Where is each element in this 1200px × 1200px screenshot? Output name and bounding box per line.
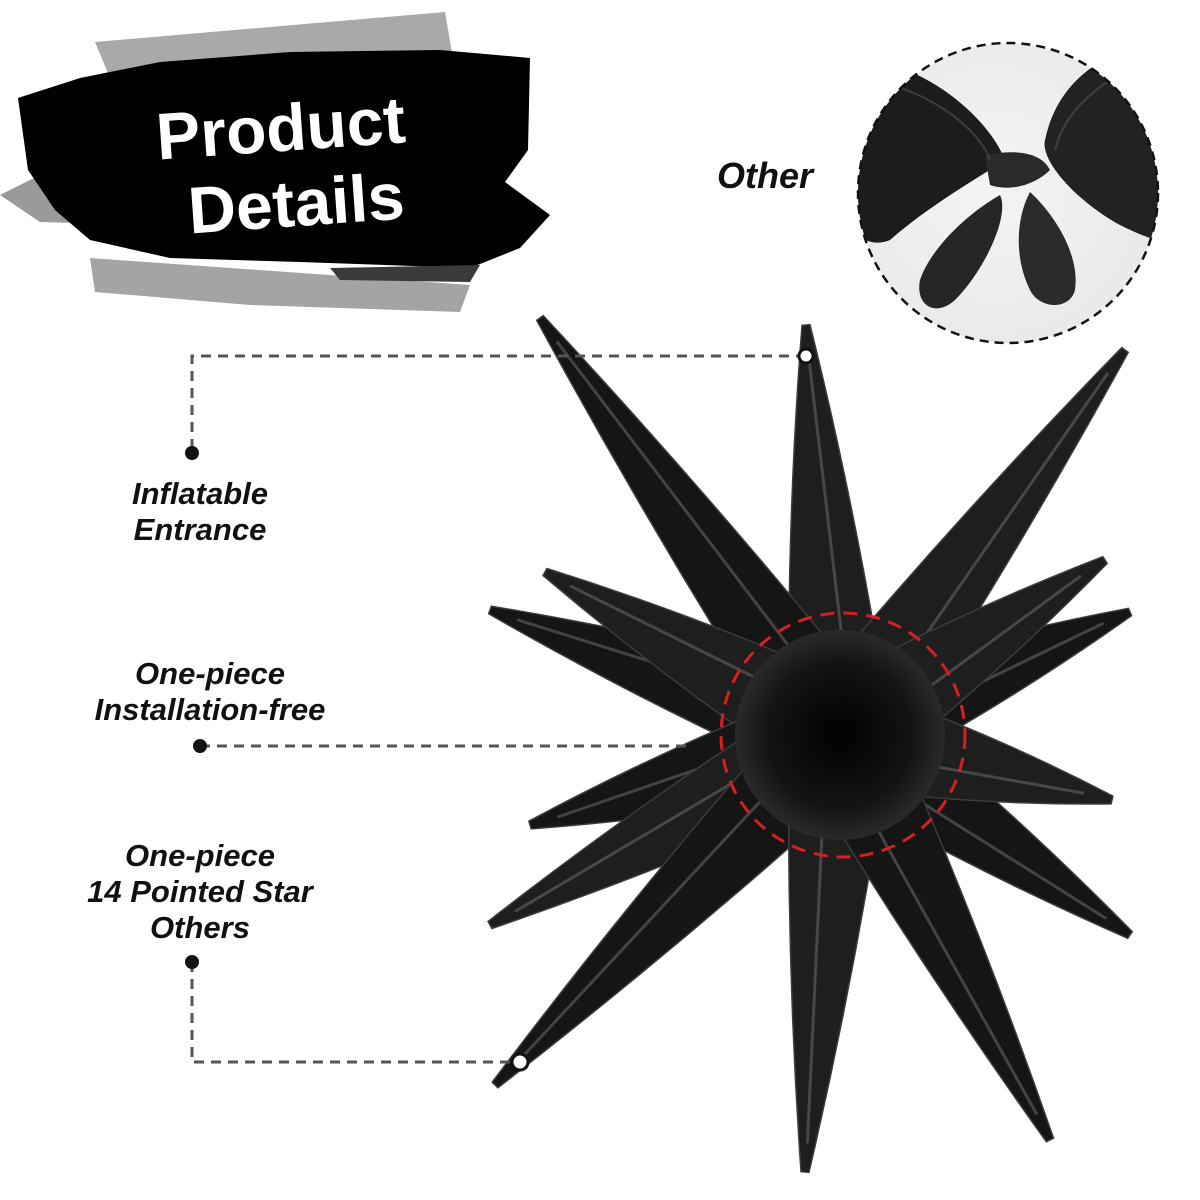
inset-balloon-tab-right: [1018, 192, 1076, 305]
inset-balloon-knot: [985, 152, 1050, 188]
banner-smudge-bottom: [90, 258, 470, 312]
star-core: [735, 630, 945, 840]
callout-line: One-piece: [125, 838, 275, 873]
leader-dot-star-start: [185, 955, 199, 969]
star-spike: [787, 770, 886, 1174]
callout-line: One-piece: [135, 656, 285, 691]
callout-installation-free: One-piece Installation-free: [55, 656, 365, 728]
callout-line: Entrance: [133, 512, 267, 547]
callout-inflatable-entrance: Inflatable Entrance: [70, 476, 330, 548]
inset-balloon-tab-left: [919, 195, 1003, 309]
callout-line: Installation-free: [94, 692, 326, 727]
leader-inflatable-entrance: [190, 354, 806, 453]
callout-line: Inflatable: [131, 476, 269, 511]
leader-dot-entrance-start: [797, 347, 815, 365]
inset-balloon-left-lobe: [858, 59, 1005, 243]
leader-dot-entrance-end: [185, 446, 199, 460]
banner-shape: [18, 50, 550, 268]
callout-line: 14 Pointed Star: [87, 874, 313, 909]
star-spike: [814, 747, 1055, 1143]
leader-dot-install: [193, 739, 207, 753]
inset-label: Other: [716, 155, 813, 196]
star-spike: [491, 728, 848, 1089]
star-spike-highlight: [556, 340, 828, 698]
star-spike-highlight: [514, 753, 805, 1066]
leader-pointed-star: [190, 962, 520, 1064]
inset-dashed-border: [856, 41, 1160, 345]
banner-streak: [330, 265, 480, 282]
leader-dot-star-end: [510, 1052, 530, 1072]
highlight-circle: [719, 611, 967, 859]
callout-line: Others: [150, 910, 250, 945]
callout-pointed-star: One-piece 14 Pointed Star Others: [50, 838, 350, 946]
